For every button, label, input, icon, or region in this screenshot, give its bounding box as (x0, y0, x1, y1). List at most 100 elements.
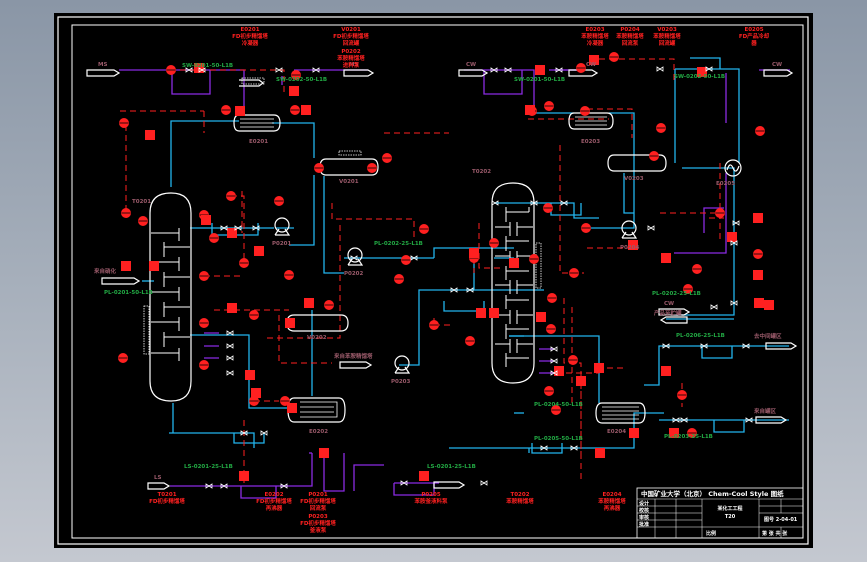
controller-box (753, 270, 763, 280)
valve-icon[interactable] (504, 67, 512, 73)
valve-icon[interactable] (480, 480, 488, 486)
instrument-bubble (489, 238, 499, 248)
valve-icon[interactable] (555, 67, 563, 73)
valve-icon[interactable] (280, 483, 288, 489)
valve-icon[interactable] (647, 225, 655, 231)
valve-icon[interactable] (530, 200, 538, 206)
valve-icon[interactable] (275, 67, 283, 73)
valve-icon[interactable] (350, 255, 358, 261)
valve-icon[interactable] (260, 430, 268, 436)
drum-v0203 (607, 154, 667, 172)
valve-icon[interactable] (560, 200, 568, 206)
process-lines (142, 57, 789, 454)
valve-icon[interactable] (226, 355, 234, 361)
valve-icon[interactable] (220, 483, 228, 489)
tag-cond2: E0203 (581, 139, 600, 145)
valve-icon[interactable] (550, 358, 558, 364)
stream-label-cw-right: CW (772, 62, 782, 68)
valve-icon[interactable] (730, 240, 738, 246)
valve-icon[interactable] (710, 304, 718, 310)
valve-icon[interactable] (220, 225, 228, 231)
drawing-canvas[interactable]: T0201 T0202 E0201 E0203 V0201 V0203 V020… (54, 13, 813, 548)
controller-box (727, 232, 737, 242)
svg-text:回流泵: 回流泵 (310, 504, 327, 512)
valve-icon[interactable] (570, 445, 578, 451)
svg-text:苯胺精馏塔: 苯胺精馏塔 (615, 32, 644, 40)
valve-icon[interactable] (745, 417, 753, 423)
valve-icon[interactable] (226, 330, 234, 336)
tag-drum1: V0201 (339, 179, 359, 185)
valve-icon[interactable] (705, 66, 713, 72)
controller-box (239, 471, 249, 481)
valve-icon[interactable] (550, 346, 558, 352)
title-block-scale: 比例 (706, 530, 716, 537)
line-number: LS-0201-25-L1B (184, 464, 233, 470)
instrument-bubble (544, 386, 554, 396)
stream-label-from-tank: 来自罐区 (753, 407, 777, 415)
instrument-bubble (118, 353, 128, 363)
instrument-bubble (649, 151, 659, 161)
controller-box (254, 246, 264, 256)
valve-icon[interactable] (732, 220, 740, 226)
valve-icon[interactable] (205, 483, 213, 489)
valve-icon[interactable] (240, 430, 248, 436)
column-t0201-trays (151, 228, 190, 361)
valve-icon[interactable] (226, 343, 234, 349)
valve-icon[interactable] (312, 67, 320, 73)
valve-icon[interactable] (252, 225, 260, 231)
valve-icon[interactable] (730, 300, 738, 306)
svg-text:冷凝器: 冷凝器 (242, 39, 259, 47)
stream-cw-mid (658, 308, 691, 316)
controller-box (525, 105, 535, 115)
valve-icon[interactable] (198, 67, 206, 73)
controller-box (235, 106, 245, 116)
valve-icon[interactable] (656, 66, 664, 72)
stream-label-ms-in: MS (98, 62, 107, 68)
controller-box (509, 258, 519, 268)
valve-icon[interactable] (672, 417, 680, 423)
valve-icon[interactable] (700, 343, 708, 349)
stream-label-cw-out: CW (586, 62, 596, 68)
stream-label-cw-in: CW (466, 62, 476, 68)
valve-icon[interactable] (234, 225, 242, 231)
instrument-bubble (199, 360, 209, 370)
valve-icon[interactable] (490, 67, 498, 73)
pump-p0204 (621, 220, 638, 239)
stream-product-out (659, 316, 688, 324)
instrument-bubble (715, 208, 725, 218)
controller-box (301, 105, 311, 115)
title-block-role: 审核 (639, 514, 649, 521)
instrument-bubble (687, 428, 697, 438)
controller-box (661, 253, 671, 263)
instrument-bubble (119, 118, 129, 128)
controller-box (287, 403, 297, 413)
line-number: PL-0202-25-L1B (374, 241, 423, 247)
valve-icon[interactable] (185, 67, 193, 73)
column-t0201 (149, 192, 192, 402)
stream-from-tank (755, 416, 788, 424)
instrument-bubble (465, 336, 475, 346)
valve-icon[interactable] (540, 445, 548, 451)
instrument-bubble (199, 318, 209, 328)
instrument-bubble (394, 274, 404, 284)
valve-icon[interactable] (400, 480, 408, 486)
valve-icon[interactable] (450, 287, 458, 293)
controller-box (535, 65, 545, 75)
instrument-bubble (274, 196, 284, 206)
svg-text:回流罐: 回流罐 (343, 39, 360, 47)
controller-box (149, 261, 159, 271)
stream-label-feed-mid: 来自苯胺精馏塔 (333, 352, 373, 360)
valve-icon[interactable] (491, 200, 499, 206)
valve-icon[interactable] (680, 417, 688, 423)
valve-icon[interactable] (466, 287, 474, 293)
stream-cw-out (568, 69, 599, 77)
valve-icon[interactable] (410, 255, 418, 261)
valve-icon[interactable] (226, 370, 234, 376)
valve-icon[interactable] (550, 370, 558, 376)
valve-icon[interactable] (742, 343, 750, 349)
valve-icon[interactable] (662, 343, 670, 349)
pid-diagram: T0201 T0202 E0201 E0203 V0201 V0203 V020… (57, 16, 809, 545)
